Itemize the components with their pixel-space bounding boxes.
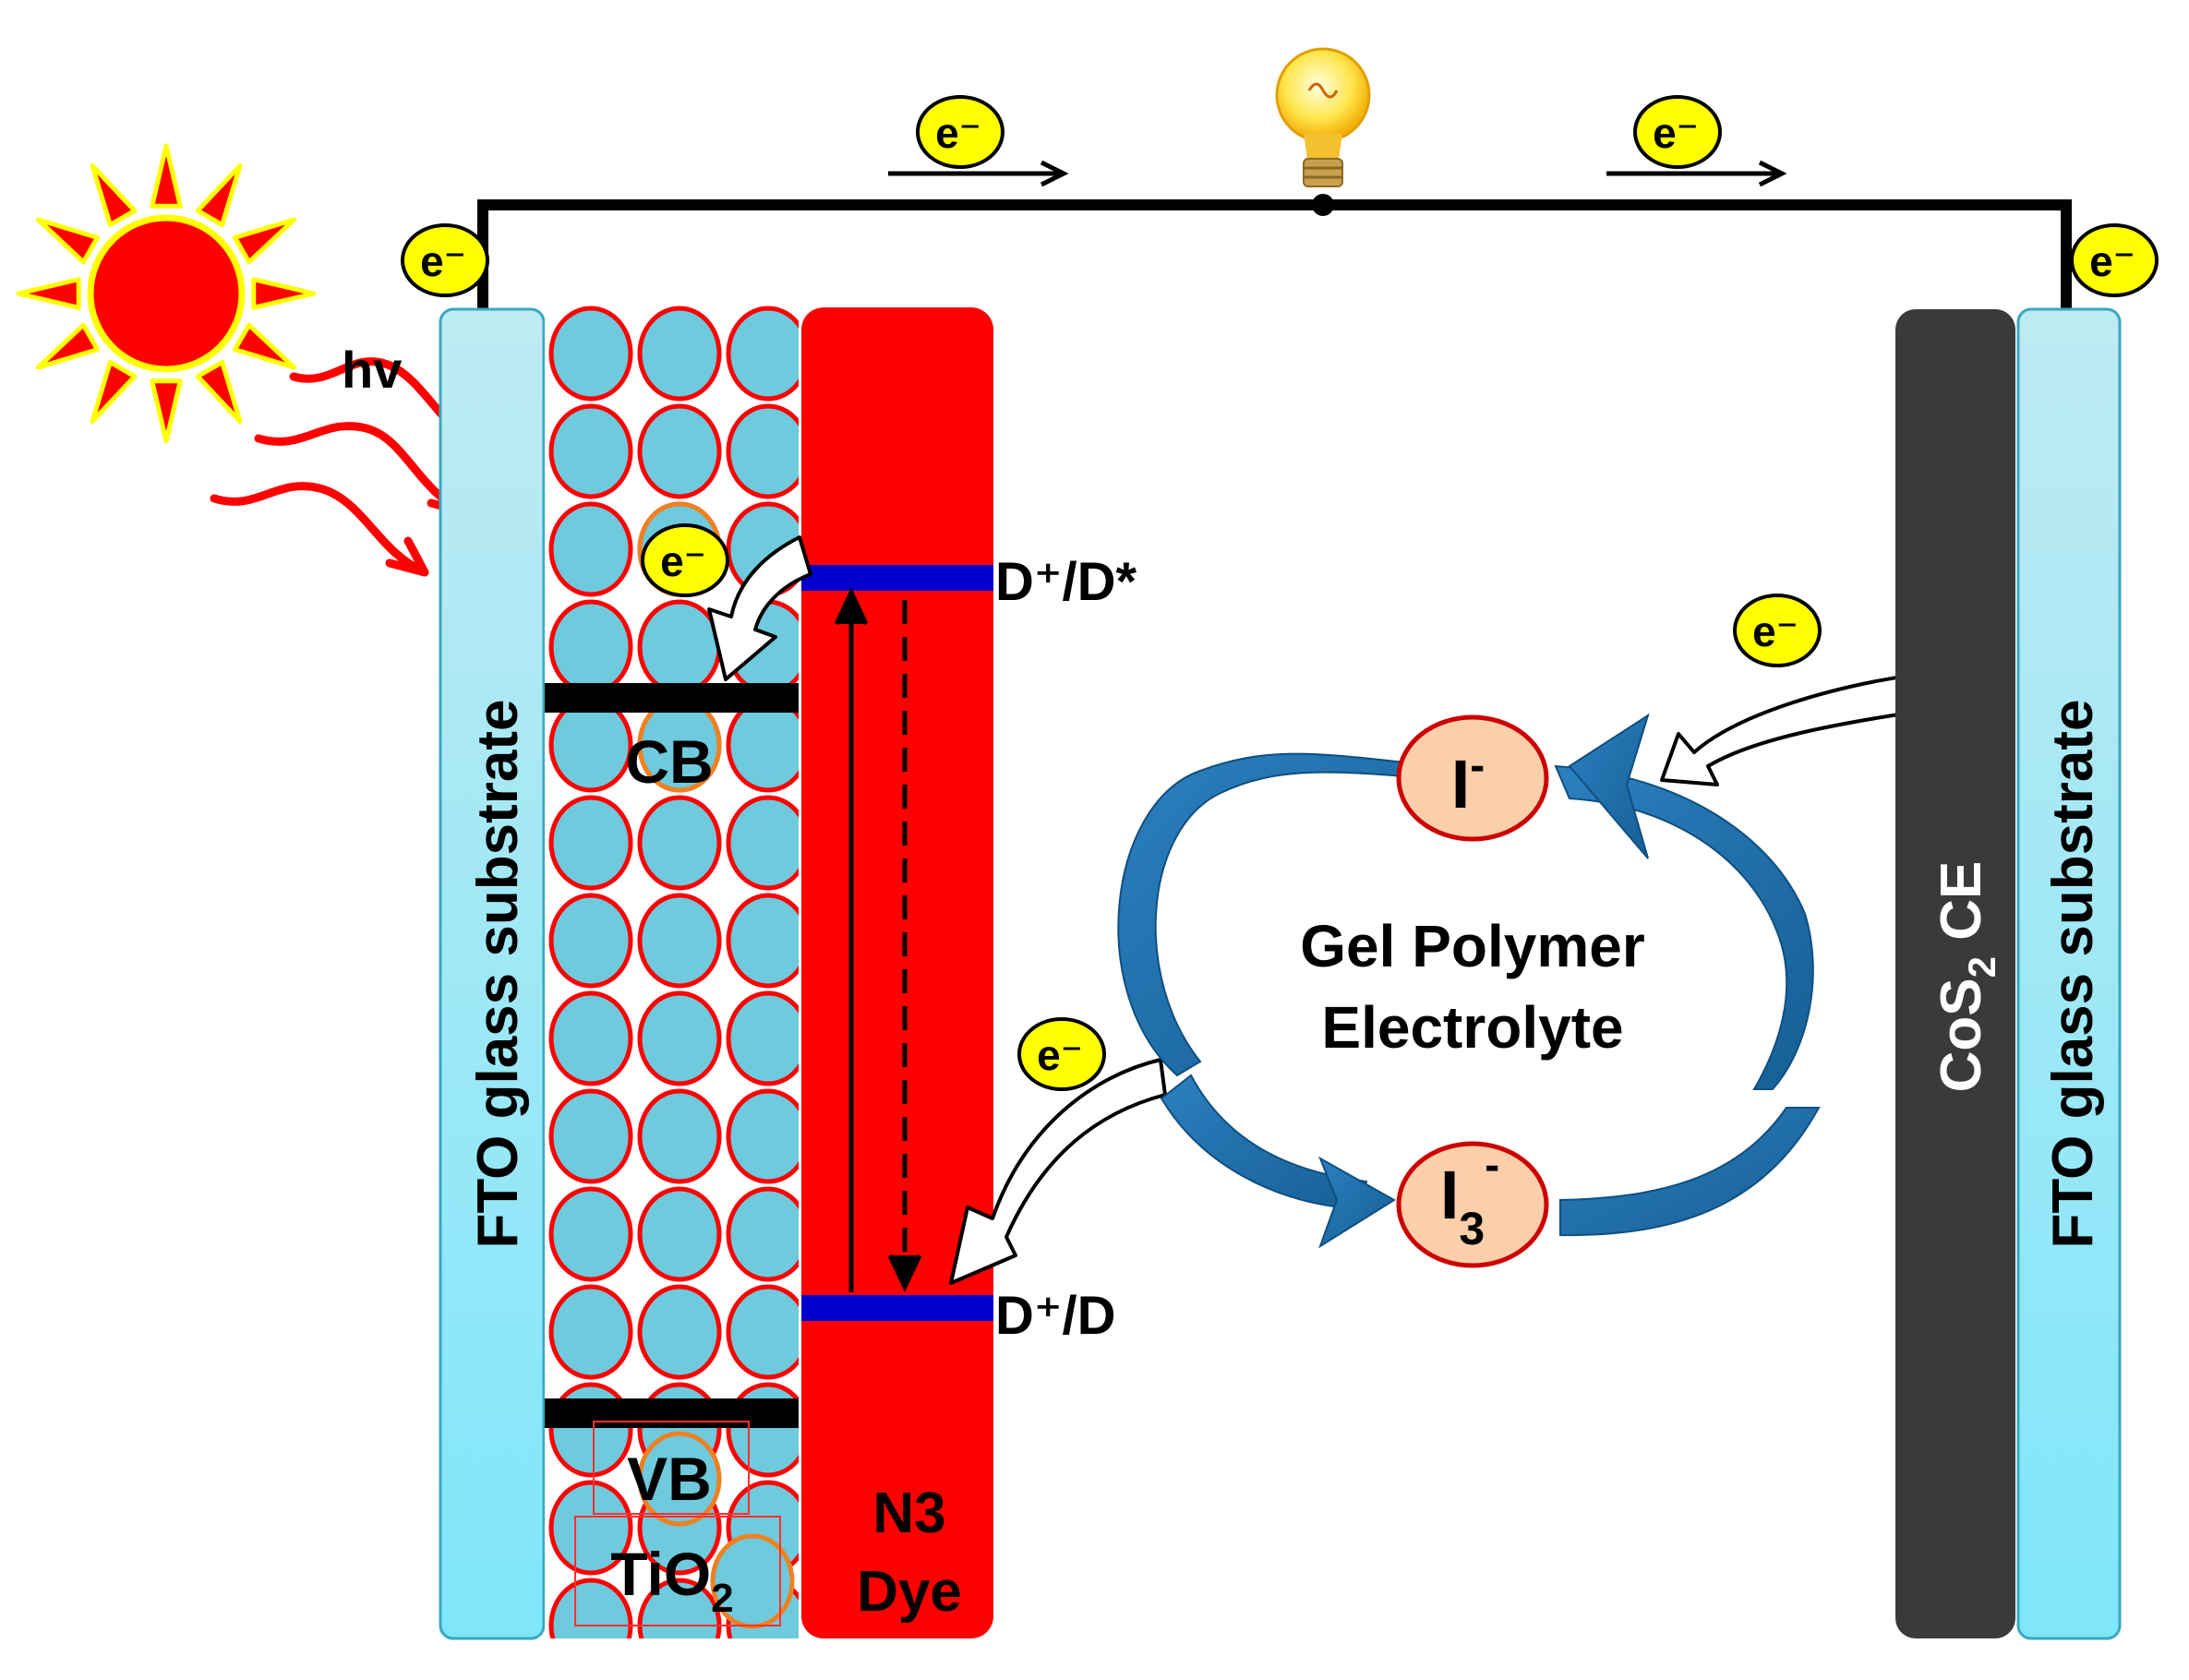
- flow-arrow-left: [888, 160, 1069, 187]
- vb-edge: [545, 1398, 799, 1428]
- fto-left-label: FTO glass substrate: [466, 700, 530, 1249]
- fto-right-label: FTO glass substrate: [2041, 700, 2105, 1249]
- tio2-layer: [545, 305, 799, 1638]
- sun-ray: [232, 322, 297, 370]
- electron-label: e⁻: [1752, 607, 1798, 655]
- sun-ray: [150, 378, 183, 444]
- vb-label: VB: [627, 1445, 712, 1513]
- counter-electrode: [1895, 309, 2015, 1638]
- electron-icon: e⁻: [401, 223, 489, 297]
- electron-icon: e⁻: [1633, 95, 1722, 169]
- relaxation-arrow: [887, 600, 922, 1292]
- sun-icon: [16, 143, 317, 444]
- triiodide-ion: [1396, 1141, 1549, 1268]
- excited-level: [801, 565, 993, 591]
- regeneration-arrow: [949, 1058, 1167, 1285]
- electron-icon: e⁻: [916, 95, 1004, 169]
- sun-ray: [232, 217, 297, 265]
- sun-ray: [195, 359, 243, 425]
- vb-label-box: [593, 1421, 750, 1515]
- external-wire: [477, 199, 2072, 309]
- excited-level-label: D⁺/D*: [995, 552, 1137, 612]
- n3-dye-layer: [801, 307, 993, 1638]
- redox-cycle-arrows: [1117, 713, 1821, 1249]
- injection-arrow: [707, 535, 812, 681]
- electrolyte-label-line1: Gel Polymer: [1300, 913, 1645, 979]
- electron-label: e⁻: [660, 537, 706, 585]
- sun-ray: [35, 322, 101, 370]
- electron-label: e⁻: [935, 109, 981, 157]
- tio2-label-box: [574, 1516, 781, 1626]
- sun-ray: [35, 217, 101, 265]
- reduction-arrow: [1660, 672, 1924, 786]
- sun-ray: [90, 162, 138, 228]
- sun-ray: [150, 143, 183, 209]
- fto-right: [2016, 307, 2122, 1640]
- electron-label: e⁻: [1653, 109, 1699, 157]
- electron-label: e⁻: [2089, 237, 2135, 285]
- sun-ray: [195, 162, 243, 228]
- hv-label: hv: [342, 341, 402, 399]
- electron-icon: e⁻: [1017, 1017, 1106, 1091]
- iodide-ion: [1396, 714, 1549, 842]
- fto-left: [439, 307, 546, 1640]
- counter-electrode-label: CoS2 CE: [1930, 861, 2003, 1093]
- iodide-label: I-: [1451, 741, 1485, 822]
- cb-edge: [545, 683, 799, 713]
- electrolyte-label-line2: Electrolyte: [1321, 994, 1623, 1061]
- cb-label: CB: [625, 727, 713, 796]
- electron-icon: e⁻: [1733, 594, 1822, 667]
- sun-ray: [16, 277, 81, 310]
- excitation-arrow: [834, 587, 869, 1292]
- light-bulb-icon: [1275, 47, 1371, 216]
- sun-ray: [90, 359, 138, 425]
- flow-arrow-right: [1606, 160, 1787, 187]
- electron-label: e⁻: [420, 237, 466, 285]
- tio2-label: TiO2: [610, 1540, 733, 1621]
- ground-level-label: D⁺/D: [995, 1286, 1116, 1346]
- triiodide-label: I3-: [1440, 1141, 1499, 1254]
- electron-icon: e⁻: [2070, 223, 2159, 297]
- dye-label-line1: N3: [872, 1482, 945, 1545]
- sun-ray: [251, 277, 317, 310]
- ground-level: [801, 1295, 993, 1321]
- electron-icon: e⁻: [641, 523, 729, 597]
- electron-label: e⁻: [1037, 1031, 1083, 1079]
- dye-label-line2: Dye: [857, 1560, 962, 1624]
- electrons: e⁻ e⁻ e⁻ e⁻ e⁻ e⁻ e⁻: [401, 95, 2159, 1091]
